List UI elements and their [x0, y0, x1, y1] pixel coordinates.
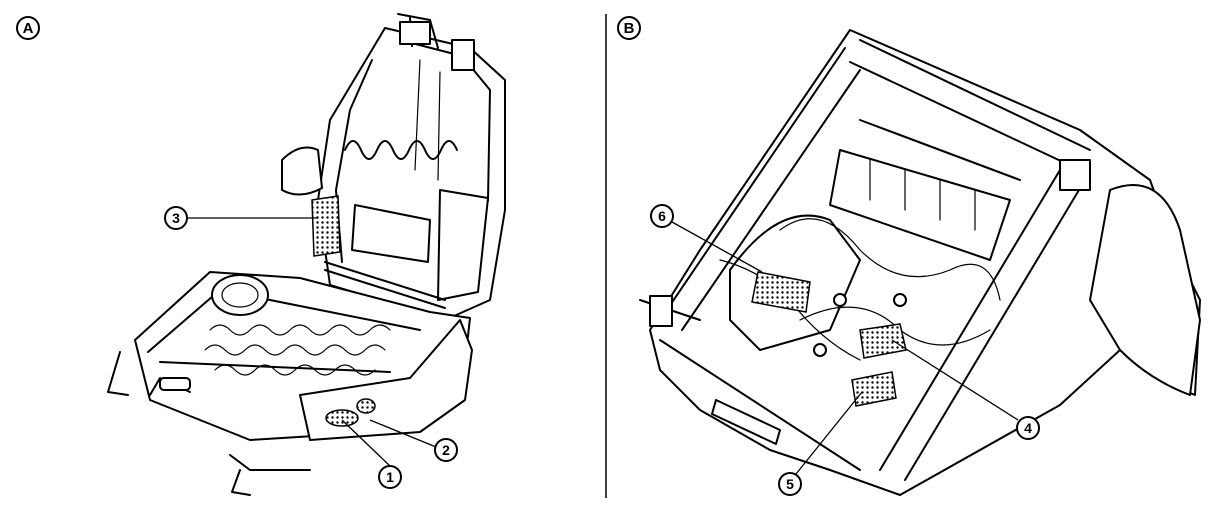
panel-b: B [617, 16, 1201, 496]
callout-3-number: 3 [172, 210, 180, 226]
seat-drawing-a [107, 13, 506, 496]
part-5-module [851, 371, 897, 407]
panel-b-label-text: B [624, 20, 635, 37]
callout-6-number: 6 [658, 208, 666, 224]
part-2-switch [356, 398, 376, 414]
leader-4 [891, 339, 1019, 421]
leader-1 [341, 419, 391, 467]
callout-5: 5 [778, 472, 802, 496]
part-1-switch [325, 409, 359, 427]
leader-2 [369, 419, 437, 448]
panel-a: A [16, 13, 506, 496]
callout-2: 2 [434, 438, 458, 462]
part-3-component [311, 195, 341, 257]
leader-6 [671, 221, 763, 273]
callout-6: 6 [650, 204, 674, 228]
leader-5 [795, 391, 863, 475]
part-6-module [751, 271, 811, 313]
callout-1: 1 [378, 465, 402, 489]
callout-4-number: 4 [1024, 420, 1032, 436]
seat-drawing-b [639, 29, 1201, 496]
callout-4: 4 [1016, 416, 1040, 440]
callout-3: 3 [164, 206, 188, 230]
callout-1-number: 1 [386, 469, 394, 485]
part-4-module [859, 323, 907, 359]
panel-b-label: B [617, 16, 641, 40]
panel-a-label-text: A [23, 20, 34, 37]
callout-2-number: 2 [442, 442, 450, 458]
panel-a-label: A [16, 16, 40, 40]
callout-5-number: 5 [786, 476, 794, 492]
